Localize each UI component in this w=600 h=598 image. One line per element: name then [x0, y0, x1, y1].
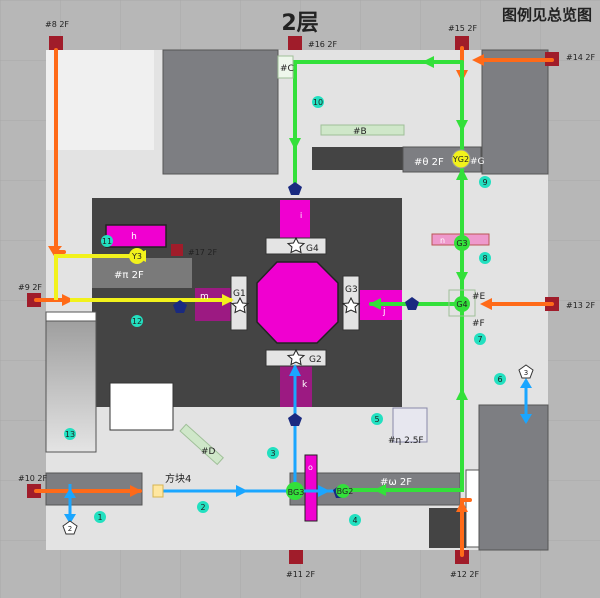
zone-e-box [448, 289, 476, 317]
floor-light-patch [46, 50, 154, 150]
pentagon-2 [62, 520, 78, 535]
zone-label-pi: #π 2F [114, 270, 144, 281]
area-number-10: 10 [313, 98, 323, 107]
central-octagon [256, 261, 339, 344]
object-o [304, 454, 318, 522]
area-number-5: 5 [374, 415, 379, 424]
zone-label-theta: #θ 2F [414, 157, 444, 168]
area-number-4: 4 [352, 516, 357, 525]
object-label-o: o [308, 463, 313, 472]
wall-block-bottom-right [478, 404, 549, 551]
exit-square-17 [171, 244, 183, 256]
zone-label-e: #E [472, 292, 486, 302]
area-number-9: 9 [482, 178, 487, 187]
area-number-2: 2 [200, 503, 205, 512]
wall-bar-top [312, 147, 404, 170]
wall-block-top-right [481, 49, 549, 175]
room-pi [92, 258, 192, 288]
area-number-13: 13 [65, 430, 75, 439]
exit-label-15: #15 2F [448, 24, 478, 33]
blue-arrowheads [64, 364, 532, 524]
object-i [280, 200, 310, 240]
exit-square-11 [289, 550, 303, 564]
node-yg2 [451, 149, 471, 169]
node-bg2 [336, 484, 350, 498]
zone-label-omega: #ω 2F [380, 477, 412, 488]
exit-label-11: #11 2F [286, 570, 316, 579]
zone-label-c: #C [280, 64, 294, 74]
area-number-8: 8 [482, 254, 487, 263]
station-label-g2: G2 [309, 355, 322, 365]
dark-block-bottom [429, 508, 466, 548]
area-number-12: 12 [132, 317, 142, 326]
pentagon-label-2: 2 [68, 525, 72, 533]
zone-d-strip [179, 423, 224, 466]
exit-label-9: #9 2F [18, 283, 42, 292]
object-m [195, 288, 235, 321]
yellow-paths [54, 254, 232, 302]
object-label-j: j [382, 307, 386, 317]
white-box [109, 382, 174, 431]
zone-label-b: #B [353, 127, 367, 137]
zone-label-eta: #η 2.5F [388, 436, 424, 446]
star-markers [230, 236, 361, 366]
node-label-bg3: BG3 [288, 488, 305, 497]
area-number-11: 11 [102, 237, 112, 246]
orange-arrowheads [48, 54, 492, 512]
exit-label-8: #8 2F [45, 20, 69, 29]
node-label-g3: G3 [456, 239, 467, 248]
station-label-g4: G4 [306, 244, 319, 254]
object-label-h: h [131, 232, 137, 242]
area-number-7: 7 [477, 335, 482, 344]
area-number-3: 3 [270, 449, 275, 458]
exit-label-17: #17 2F [188, 248, 218, 257]
node-label-y3: Y3 [131, 252, 142, 261]
object-label-m: m [200, 292, 209, 302]
exit-label-10: #10 2F [18, 474, 48, 483]
zone-b-strip [320, 124, 405, 136]
block-4-marker [152, 484, 164, 498]
page-title: 2层 [281, 11, 318, 36]
area-markers [64, 96, 506, 526]
object-label-i: i [300, 211, 302, 220]
zone-label-f: #F [472, 319, 485, 329]
exit-label-16: #16 2F [308, 40, 338, 49]
node-label-yg2: YG2 [452, 155, 469, 164]
node-bg3 [286, 482, 304, 500]
exit-label-13: #13 2F [566, 301, 596, 310]
white-pillar [465, 469, 480, 548]
exit-square-16 [288, 36, 302, 50]
pentagon-label-3: 3 [524, 369, 528, 377]
wall-block-top-left [162, 49, 279, 175]
station-label-g1: G1 [233, 289, 246, 299]
node-g4 [454, 296, 470, 312]
block-4-label: 方块4 [165, 472, 191, 485]
node-label-g4: G4 [456, 300, 467, 309]
zone-c-box [277, 55, 294, 79]
area-number-1: 1 [97, 513, 102, 522]
exit-label-14: #14 2F [566, 53, 596, 62]
green-arrowheads [289, 56, 468, 496]
pentagon-3 [518, 364, 534, 379]
node-y3 [129, 248, 145, 264]
station-label-g3: G3 [345, 285, 358, 295]
left-tower-cap [45, 311, 97, 322]
zone-label-d: #D [201, 447, 216, 457]
node-g3 [454, 235, 470, 251]
exit-square-15 [455, 36, 469, 50]
object-label-k: k [302, 380, 308, 390]
node-label-bg2: BG2 [337, 487, 354, 496]
object-label-n: n [440, 236, 445, 245]
exit-square-8 [49, 36, 63, 50]
legend-link[interactable]: 图例见总览图 [502, 6, 592, 24]
room-eta [392, 407, 428, 443]
zone-label-g: #G [470, 157, 485, 167]
exit-label-12: #12 2F [450, 570, 480, 579]
area-number-6: 6 [497, 375, 502, 384]
